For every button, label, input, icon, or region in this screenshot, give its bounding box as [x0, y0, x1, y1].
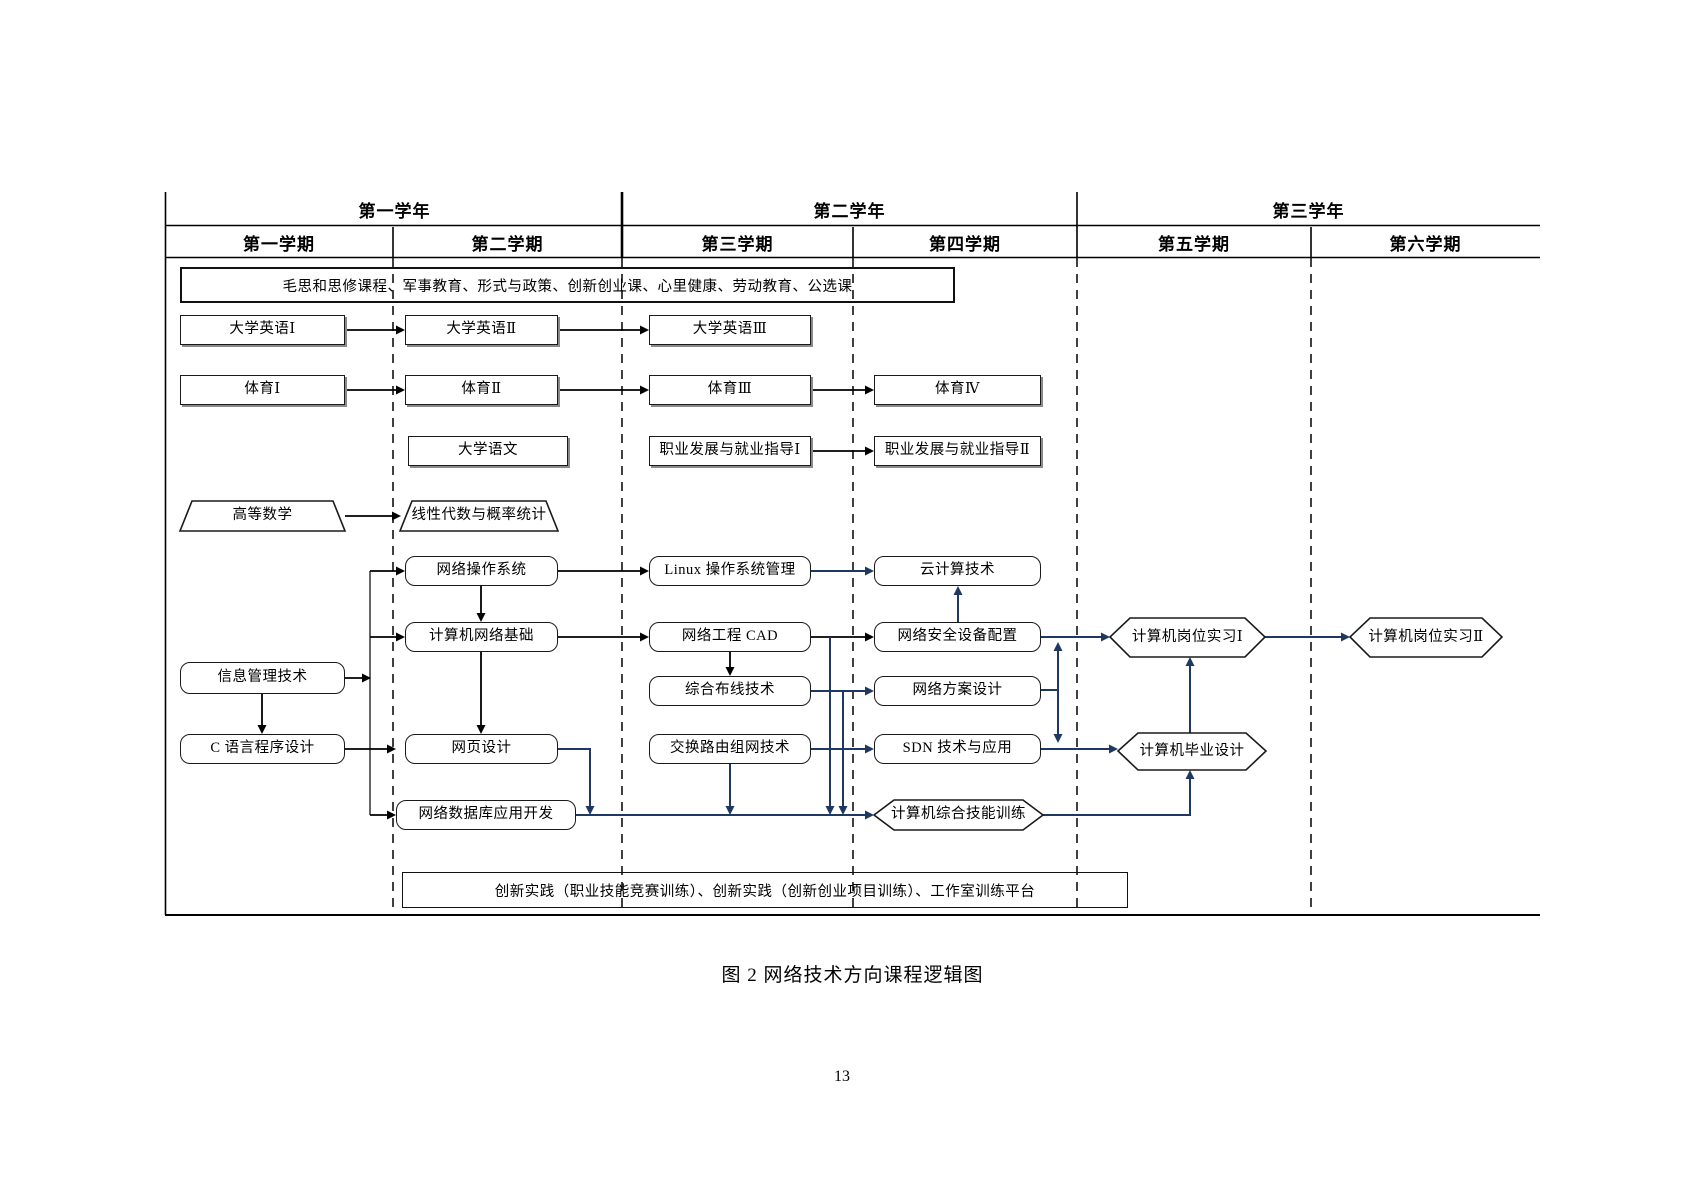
semester-header-5: 第五学期 — [1158, 234, 1230, 254]
course-advanced-math: 高等数学 — [232, 507, 293, 524]
banner-general-courses: 毛思和思修课程、军事教育、形式与政策、创新创业课、心里健康、劳动教育、公选课 — [180, 267, 955, 303]
course-cloud-computing: 云计算技术 — [874, 556, 1041, 586]
course-pe-1: 体育Ⅰ — [180, 375, 345, 405]
course-comprehensive-skills: 计算机综合技能训练 — [891, 806, 1026, 823]
course-network-cad: 网络工程 CAD — [649, 622, 811, 652]
banner-innovation-practice: 创新实践（职业技能竞赛训练）、创新实践（创新创业项目训练）、工作室训练平台 — [402, 872, 1128, 908]
course-pe-2: 体育Ⅱ — [405, 375, 558, 405]
course-network-scheme: 网络方案设计 — [874, 676, 1041, 706]
course-switching-routing: 交换路由组网技术 — [649, 734, 811, 764]
course-english-3: 大学英语Ⅲ — [649, 315, 811, 345]
shaped-nodes — [178, 500, 1504, 831]
year-header-2: 第二学年 — [813, 201, 886, 221]
course-linux-admin: Linux 操作系统管理 — [649, 556, 811, 586]
hexagon-skills — [872, 799, 1045, 831]
course-network-basics: 计算机网络基础 — [405, 622, 558, 652]
course-security-config: 网络安全设备配置 — [874, 622, 1041, 652]
course-sdn: SDN 技术与应用 — [874, 734, 1041, 764]
course-c-programming: C 语言程序设计 — [180, 734, 345, 764]
page-number: 13 — [834, 1068, 850, 1085]
semester-dashed-dividers — [392, 258, 1312, 915]
course-graduation-project: 计算机毕业设计 — [1139, 742, 1245, 759]
course-career-guidance-2: 职业发展与就业指导Ⅱ — [874, 436, 1041, 466]
course-network-os: 网络操作系统 — [405, 556, 558, 586]
trapezoid-linear — [398, 500, 560, 532]
course-network-database: 网络数据库应用开发 — [396, 800, 576, 830]
year-header-1: 第一学年 — [358, 201, 431, 221]
course-english-1: 大学英语Ⅰ — [180, 315, 345, 345]
semester-header-3: 第三学期 — [701, 234, 774, 254]
semester-header-1: 第一学期 — [243, 234, 315, 254]
blue-arrows — [558, 566, 1350, 820]
course-linear-algebra: 线性代数与概率统计 — [411, 507, 547, 524]
figure-caption: 图 2 网络技术方向课程逻辑图 — [721, 964, 984, 986]
trapezoid-math — [178, 500, 347, 532]
semester-header-4: 第四学期 — [929, 234, 1001, 254]
course-career-guidance-1: 职业发展与就业指导Ⅰ — [649, 436, 811, 466]
hexagon-intern2 — [1348, 617, 1504, 658]
semester-header-6: 第六学期 — [1389, 234, 1462, 254]
hexagon-intern1 — [1108, 617, 1267, 658]
course-internship-2: 计算机岗位实习Ⅱ — [1368, 628, 1484, 645]
course-cabling: 综合布线技术 — [649, 676, 811, 706]
course-info-management: 信息管理技术 — [180, 662, 345, 694]
course-pe-3: 体育Ⅲ — [649, 375, 811, 405]
course-college-chinese: 大学语文 — [408, 436, 568, 466]
course-english-2: 大学英语Ⅱ — [405, 315, 558, 345]
course-web-design: 网页设计 — [405, 734, 558, 764]
black-arrows — [257, 325, 874, 820]
year-header-3: 第三学年 — [1272, 201, 1345, 221]
course-pe-4: 体育Ⅳ — [874, 375, 1041, 405]
course-internship-1: 计算机岗位实习Ⅰ — [1131, 628, 1244, 645]
hexagon-grad — [1116, 732, 1268, 771]
semester-header-2: 第二学期 — [471, 234, 544, 254]
